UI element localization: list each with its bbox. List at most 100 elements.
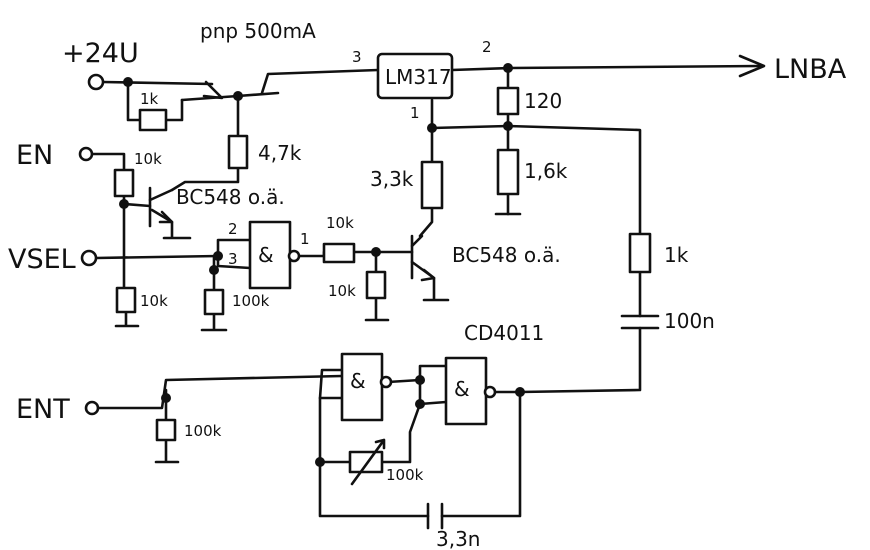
resistor-1k-base	[138, 108, 168, 132]
label-gate-pin-b: 3	[228, 250, 238, 268]
pnp-arrow-icon	[202, 80, 224, 100]
nand-gate-osc-2-bubble	[483, 385, 497, 399]
wire-adj-bus	[430, 124, 642, 236]
label-r-nand-series: 10k	[326, 214, 354, 232]
junction-dot	[503, 63, 513, 73]
junction-dot	[213, 251, 223, 261]
capacitor-3n3	[426, 502, 444, 530]
wire-cap-left	[318, 460, 430, 518]
transistors	[148, 80, 436, 282]
wire-vsel-in	[94, 254, 220, 260]
label-lm317-pin-in: 3	[352, 48, 362, 66]
nand-gate-vsel-bubble	[287, 249, 301, 263]
label-lm317-pin-out: 2	[482, 38, 492, 56]
label-pot: 100k	[386, 466, 424, 484]
label-gate-osc-1-symbol: &	[350, 369, 366, 393]
wire-nand2-in-b	[418, 378, 448, 406]
label-transistor-en: BC548 o.ä.	[176, 185, 285, 209]
label-r-4k7: 4,7k	[258, 141, 302, 165]
junction-dot	[119, 199, 129, 209]
wire-pnp-bar	[236, 91, 280, 98]
label-lnba: LNBA	[774, 54, 847, 85]
wire-pot	[380, 402, 422, 464]
label-c-timing: 3,3n	[436, 527, 480, 550]
label-r-en-series: 10k	[134, 150, 162, 168]
junction-dot	[233, 91, 243, 101]
wire-4k7-bottom	[170, 166, 240, 192]
junction-dot	[503, 121, 513, 131]
label-c-coupling: 100n	[664, 309, 715, 333]
wire-coupling-bottom	[518, 326, 642, 394]
label-pnp: pnp 500mA	[200, 19, 316, 43]
lnba-arrow-icon	[738, 54, 766, 78]
junction-dot	[161, 393, 171, 403]
label-lm317-pin-adj: 1	[410, 104, 420, 122]
resistor-3k3	[420, 160, 444, 210]
wire-t-vsel-collector	[410, 234, 424, 248]
junction-dot	[315, 457, 325, 467]
labels: +24U EN VSEL ENT LNBA pnp 500mA LM317 3 …	[8, 19, 847, 550]
wire-pnp-base	[180, 94, 240, 102]
label-r-en-pulldown: 10k	[140, 292, 168, 310]
label-r-3k3: 3,3k	[370, 167, 414, 191]
junctions	[119, 63, 525, 467]
resistor-1k-tone	[628, 232, 652, 274]
label-r-nand-shunt: 10k	[328, 282, 356, 300]
label-gate-pin-out: 1	[300, 230, 310, 248]
wire-pnp-collector	[260, 68, 380, 95]
junction-dot	[209, 265, 219, 275]
resistor-ent-100k	[155, 418, 177, 442]
wire-gate-out	[295, 250, 326, 258]
label-r-vsel-pulldown: 100k	[232, 292, 270, 310]
capacitors	[426, 314, 660, 530]
label-gate-pin-a: 2	[228, 220, 238, 238]
label-r-base: 1k	[140, 90, 159, 108]
resistors	[113, 86, 652, 442]
nand-gate-osc-2	[444, 356, 488, 426]
label-lm317: LM317	[385, 65, 452, 89]
pot-100k	[348, 450, 384, 474]
label-r-120: 120	[524, 89, 562, 113]
label-transistor-vsel: BC548 o.ä.	[452, 243, 561, 267]
wire-nand1-loop	[318, 396, 352, 464]
label-r-1k-tone: 1k	[664, 243, 689, 267]
ports	[78, 54, 766, 416]
wire-ent-in	[96, 374, 344, 410]
wire-nand1-top	[318, 368, 344, 400]
port-ent	[84, 400, 100, 416]
pot-arrow-icon	[350, 438, 386, 486]
resistor-vsel-100k	[203, 288, 225, 316]
label-ic: CD4011	[464, 321, 544, 345]
port-vsel	[80, 249, 98, 267]
resistor-nand-shunt	[365, 270, 387, 300]
junction-dot	[427, 123, 437, 133]
label-r-ent-pulldown: 100k	[184, 422, 222, 440]
junction-dot	[123, 77, 133, 87]
label-24v: +24U	[62, 38, 139, 69]
label-r-1k6: 1,6k	[524, 159, 568, 183]
port-24v	[87, 73, 105, 91]
wire-3k3	[418, 126, 434, 238]
wire-en-in	[90, 152, 126, 172]
wire-nand1-out	[386, 364, 448, 384]
nand-gate-osc-1-bubble	[379, 375, 393, 389]
label-en: EN	[16, 140, 53, 171]
resistor-4k7	[227, 134, 249, 170]
potentiometer	[348, 438, 386, 486]
wire-gate-in-a	[216, 238, 252, 258]
resistor-1k6	[496, 148, 520, 196]
wire-lnba-out	[450, 64, 762, 72]
label-ent: ENT	[16, 394, 70, 425]
wire-1k-loop	[126, 80, 184, 122]
resistor-en-series	[113, 168, 135, 198]
wire-en-gnd	[114, 310, 140, 328]
port-en	[78, 146, 94, 162]
lm317-regulator	[376, 52, 454, 100]
transistor-en-collector	[148, 188, 174, 202]
label-vsel: VSEL	[8, 244, 76, 275]
wire-en-emitter	[150, 208, 192, 240]
wire-t-vsel-emitter	[410, 260, 450, 302]
resistor-en-pulldown	[115, 286, 137, 314]
wire-nand2-out	[440, 390, 522, 518]
